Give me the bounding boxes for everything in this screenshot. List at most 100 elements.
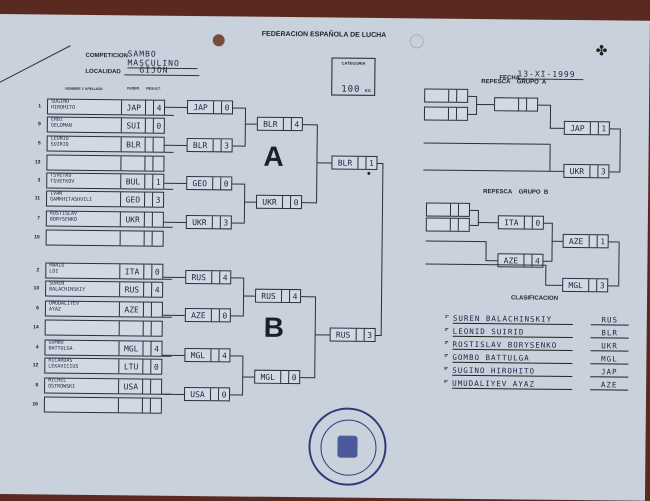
team-code	[424, 107, 450, 120]
seed-number: 14	[33, 324, 39, 331]
team-code: BLR	[332, 156, 359, 169]
name-line: GAMKHITASHVILI	[50, 196, 93, 203]
bracket-line	[162, 316, 171, 318]
bracket-line	[172, 114, 174, 116]
federation: MGL	[590, 354, 629, 365]
federation: BLR	[590, 328, 629, 339]
entry-row	[45, 229, 164, 247]
bracket-line	[314, 334, 330, 336]
team-code: RUS	[256, 289, 283, 302]
federation: LTU	[119, 359, 144, 374]
name-line: BORYSENKO	[49, 216, 77, 223]
bracket-line	[475, 95, 478, 116]
federation: JAP	[590, 367, 629, 378]
bracket-line	[164, 144, 187, 146]
bracket-line	[423, 169, 564, 172]
bracket-line	[425, 263, 546, 266]
bracket-line	[164, 151, 173, 153]
score: 3	[223, 217, 229, 227]
federation: UKR	[121, 212, 146, 227]
bracket-line	[608, 285, 619, 287]
team-code: AZE	[185, 308, 212, 322]
score: 4	[221, 350, 227, 360]
team-code: JAP	[564, 121, 591, 135]
seed-number: 3	[37, 177, 41, 184]
bracket-line	[543, 222, 552, 224]
federation: JAP	[122, 100, 147, 115]
entry-row	[44, 319, 163, 337]
team-code	[495, 98, 520, 111]
seed-number: 2	[36, 267, 40, 274]
bracket-line	[609, 128, 620, 130]
spacer	[144, 212, 154, 227]
spacer	[213, 177, 222, 190]
repesca-b-box	[425, 217, 470, 232]
team-code	[425, 89, 450, 102]
localidad-value: GIJON	[124, 65, 200, 77]
bracket-line	[163, 278, 172, 280]
place: 5º	[444, 378, 448, 384]
bracket-line	[243, 183, 246, 224]
bracket-line	[618, 241, 620, 287]
bracket-line	[485, 241, 487, 261]
federation: MGL	[119, 341, 144, 356]
clasificacion-title: CLASIFICACION	[511, 295, 559, 302]
seed-number: 16	[32, 401, 38, 408]
score: 0	[224, 102, 230, 112]
bracket-line	[232, 183, 245, 185]
result: 4	[154, 285, 160, 295]
entry-row	[43, 396, 162, 414]
score: 1	[600, 236, 606, 246]
team-code: UKR	[256, 195, 284, 208]
bracket-line	[551, 222, 553, 262]
seed-number: 12	[32, 362, 39, 369]
federation: BUL	[121, 174, 146, 189]
spacer	[448, 107, 458, 120]
result	[151, 380, 161, 394]
bracket-line	[316, 124, 318, 204]
bracket-line	[172, 188, 174, 190]
result: 1	[155, 177, 161, 187]
result	[151, 399, 161, 413]
bracket-line	[230, 315, 243, 317]
bracket-line	[162, 393, 185, 395]
bracket-line	[469, 209, 478, 212]
bracket-line	[231, 277, 244, 279]
name-line: LEKAVICIUS	[48, 363, 79, 370]
repesca-a-box	[423, 106, 469, 121]
team-code: UKR	[186, 215, 213, 229]
spacer	[143, 379, 152, 394]
result: 4	[154, 344, 160, 354]
team-code: RUS	[186, 270, 213, 284]
bracket-line	[231, 222, 244, 224]
team-code: AZE	[563, 234, 590, 248]
bracket-line	[543, 260, 552, 262]
federation: AZE	[590, 380, 629, 391]
name-line: OSTROWSKI	[48, 383, 76, 390]
bracket-line	[302, 124, 317, 126]
seed-number: 1	[38, 103, 42, 110]
bracket-line	[301, 296, 316, 298]
kg-label: KG	[364, 87, 371, 93]
team-code: MGL	[563, 278, 590, 292]
bracket-line	[164, 182, 187, 184]
bracket-line	[380, 163, 384, 337]
repesca-b-box: AZE 1	[562, 233, 609, 249]
bracket-line	[467, 113, 476, 115]
result: 0	[154, 267, 160, 277]
bracket-line	[468, 95, 477, 97]
team-code: BLR	[187, 138, 214, 152]
spacer	[450, 203, 460, 216]
federation: RUS	[120, 282, 145, 297]
